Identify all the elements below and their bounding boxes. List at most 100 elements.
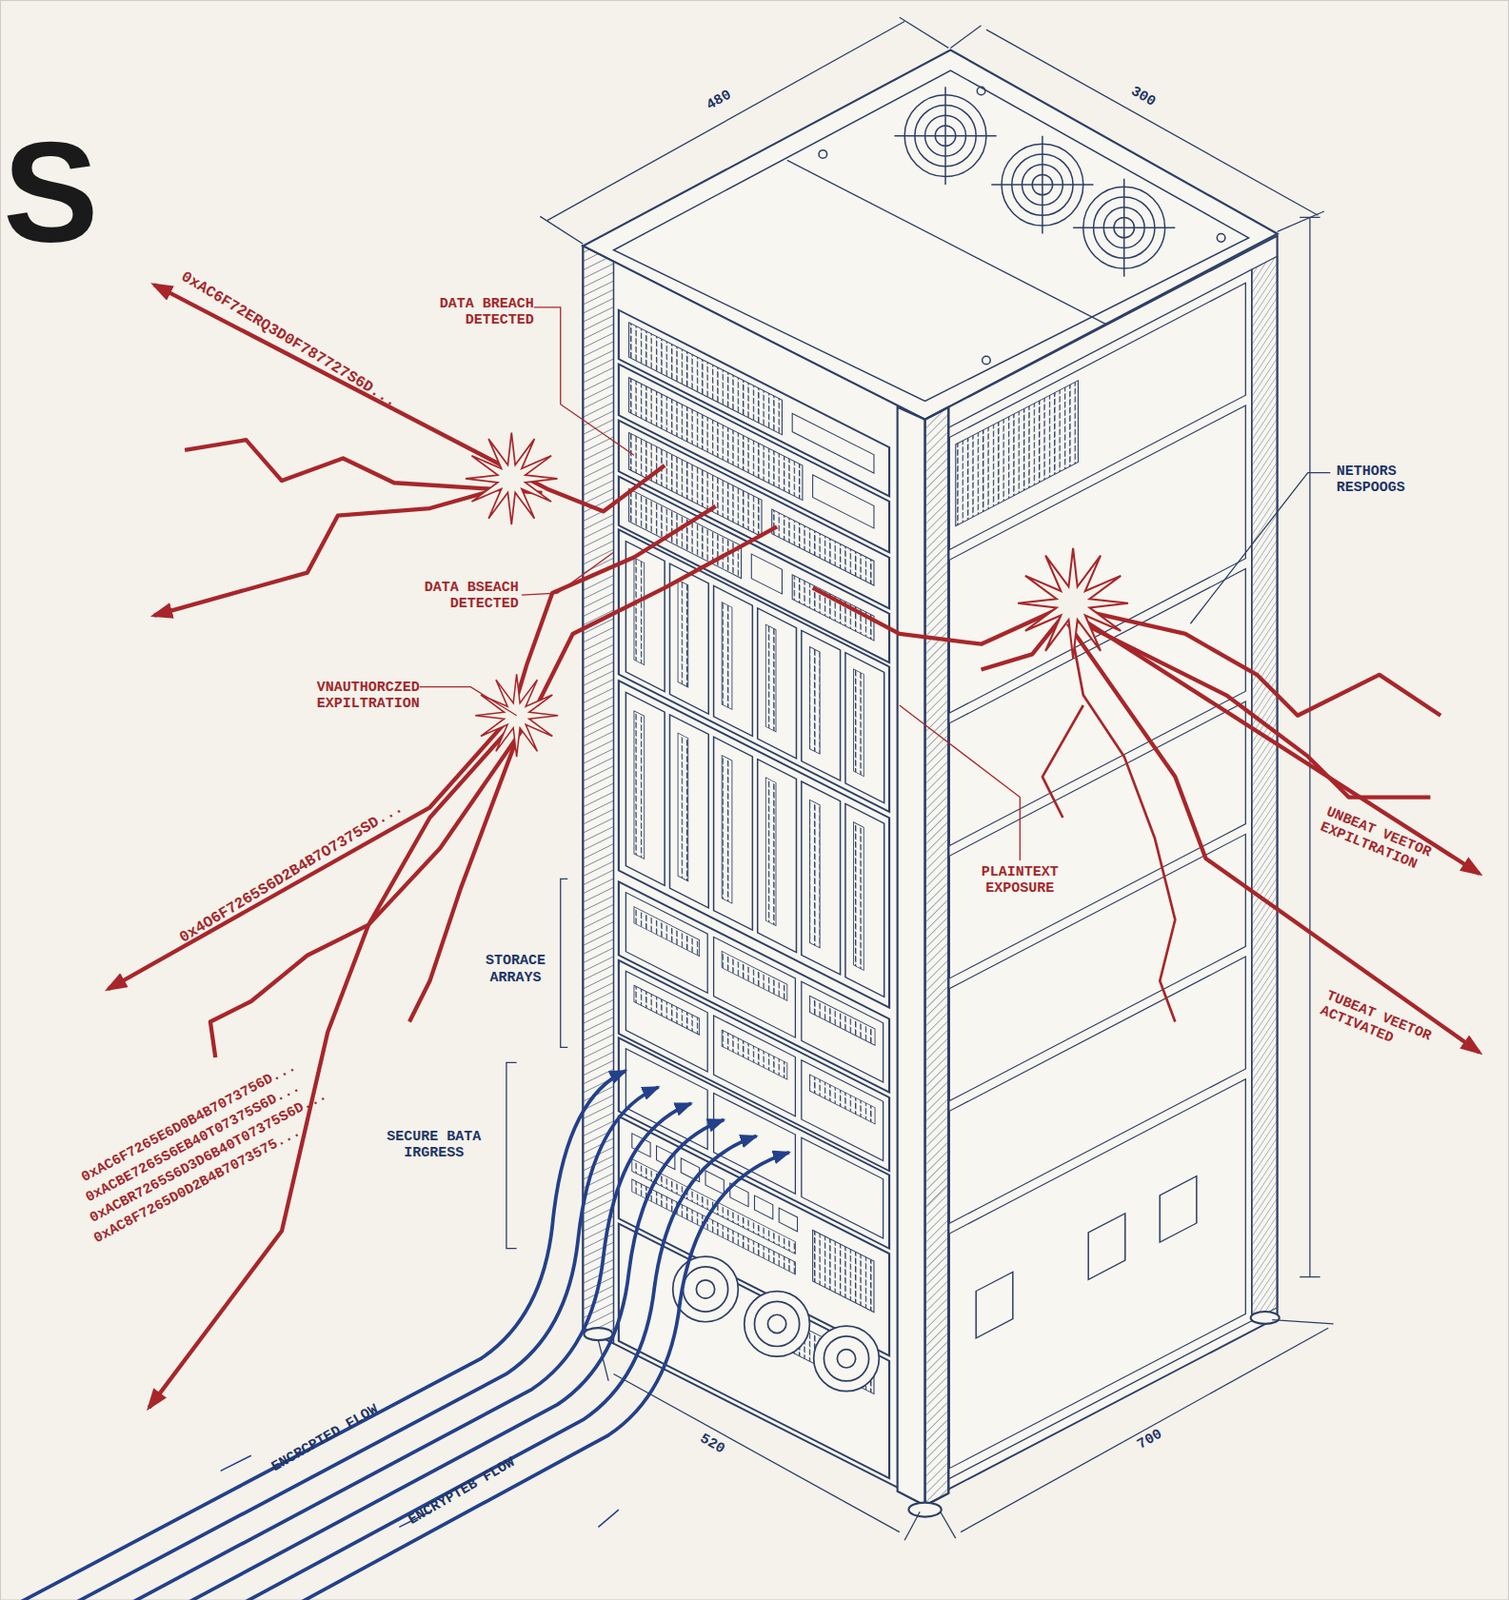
- rack-fans: [744, 1291, 811, 1358]
- rack-front: [721, 1030, 788, 1080]
- bracket: [506, 473, 1331, 1250]
- leader-line: [521, 552, 615, 596]
- rack-front: [721, 951, 788, 1001]
- rack-top: [982, 356, 992, 365]
- rack-front: [765, 777, 776, 927]
- rack-front: [754, 1195, 774, 1220]
- rack-post: [925, 407, 950, 1507]
- rack-front: [813, 1230, 874, 1312]
- rack-front: [757, 608, 797, 759]
- callout-text: DATA BSEACH DETECTED: [404, 578, 519, 613]
- rack-front: [625, 692, 665, 886]
- rack-front: [634, 907, 700, 957]
- dimension-line: [940, 1511, 956, 1539]
- rack-post: [897, 407, 950, 1507]
- rack-front: [801, 781, 841, 975]
- rack-side: [1251, 256, 1278, 1322]
- threat-vector: [813, 588, 1072, 645]
- bracket: [506, 1062, 517, 1249]
- rack-fans: [836, 1350, 855, 1369]
- encrypted-flow-line: [220, 1455, 252, 1471]
- dimension-line: [1309, 217, 1311, 1277]
- callout-text: NETHORS RESPOOGS: [1336, 462, 1430, 497]
- rack-front: [809, 799, 820, 949]
- rack-fans: [814, 1326, 880, 1392]
- threat-vector: [536, 526, 777, 706]
- callout-text: PLAINTEXT EXPOSURE: [972, 863, 1068, 897]
- rack-fans: [682, 1267, 728, 1312]
- title: S: [2, 121, 99, 265]
- rack-side: [949, 1079, 1246, 1470]
- hex-stream: 0xAC6F72ERQ3D0F787727S6D...: [178, 268, 400, 412]
- rack-front: [809, 995, 875, 1046]
- rack-front: [845, 653, 885, 804]
- threat-vector: [108, 284, 1480, 1409]
- rack-front: [801, 630, 841, 781]
- rack-side: [975, 1271, 1013, 1338]
- rack-front: [845, 803, 885, 997]
- burst-symbol: [465, 433, 558, 526]
- leader-line: [899, 705, 1021, 861]
- leader-line: [419, 687, 517, 716]
- threat-vector: [154, 491, 492, 616]
- rack-front: [809, 1074, 875, 1125]
- encrypted-flow-line: [21, 1071, 627, 1600]
- rack-front: [705, 1171, 724, 1195]
- rack-fans: [673, 1256, 880, 1392]
- dimension-line: [986, 29, 1319, 216]
- dimension-line: [904, 1511, 920, 1541]
- dimension-line: [547, 21, 905, 221]
- dimension-line: [1299, 1276, 1320, 1278]
- dimension-line: [899, 17, 949, 48]
- rack-side: [955, 380, 1079, 527]
- rack-side: [949, 701, 1246, 979]
- rack-side: [949, 956, 1246, 1224]
- rack-side: [949, 282, 1246, 550]
- callout-text: DATA BREACH DETECTED: [419, 295, 535, 329]
- rack-post: [1250, 1311, 1280, 1325]
- dimension-text: 480: [703, 86, 735, 114]
- rack-fans: [754, 1301, 800, 1347]
- dimension-line: [539, 216, 583, 244]
- rack-side: [1159, 1176, 1197, 1243]
- rack-front: [714, 736, 754, 931]
- rack-front: [809, 647, 820, 755]
- rack-front: [669, 714, 709, 909]
- threat-vector: [511, 506, 715, 716]
- rack-front: [634, 985, 700, 1035]
- dimension-text: 700: [1133, 1425, 1165, 1452]
- rack-side: [925, 236, 1278, 1503]
- dimension-line: [539, 17, 1333, 1541]
- dimension-text: 300: [1128, 82, 1159, 110]
- rack-front: [582, 245, 925, 1502]
- rack-front: [677, 579, 689, 688]
- rack-front: [625, 541, 665, 693]
- callout-text: TUBEAT VEETOR ACTIVATED: [1317, 987, 1453, 1068]
- flow-label: ENCRCPTED FLOW: [268, 1401, 381, 1476]
- rack-front: [669, 563, 709, 715]
- threat-vector: [1072, 608, 1441, 716]
- dimension-line: [960, 1328, 1329, 1532]
- burst-symbol: [1017, 548, 1129, 659]
- rack-front: [582, 245, 925, 1502]
- threat-vector: [1068, 623, 1480, 1053]
- rack-front: [721, 602, 733, 711]
- rack-post: [583, 1328, 613, 1341]
- rack-side: [949, 833, 1246, 1101]
- rack-front: [634, 557, 645, 666]
- burst-symbol: [465, 433, 1129, 757]
- dimension-line: [1271, 1320, 1333, 1325]
- hex-stream: 0x4O6F7265S6D2B4B7O7375SD...: [177, 799, 407, 948]
- rack-post: [908, 1503, 941, 1518]
- encrypted-flow-line: [301, 1152, 790, 1600]
- callout-text: SECURE BATA IRGRESS: [377, 1128, 492, 1162]
- rack-fans: [767, 1314, 786, 1333]
- encrypted-flow-line: [245, 1136, 756, 1600]
- rack-side: [925, 236, 1278, 1503]
- rack-side: [945, 269, 1252, 1481]
- dimension-line: [614, 1373, 900, 1532]
- rack-front: [751, 554, 782, 595]
- rack-fans: [823, 1336, 869, 1382]
- callout-text: STORACE ARRAYS: [476, 953, 556, 987]
